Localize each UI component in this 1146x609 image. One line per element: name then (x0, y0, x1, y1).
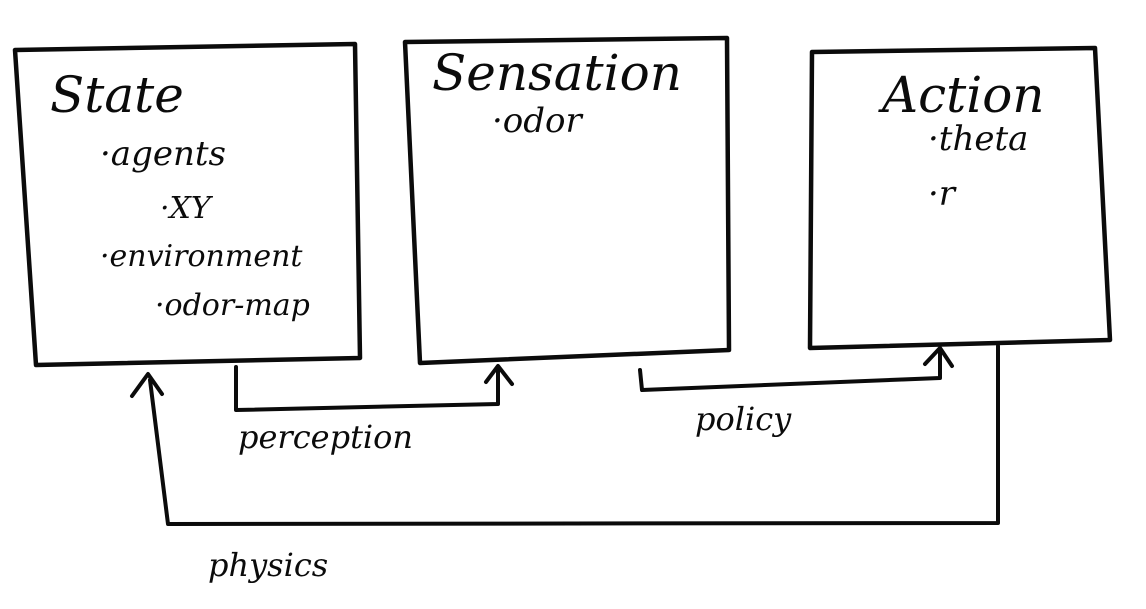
physics-arrow-head (130, 372, 164, 398)
policy-label: policy (695, 400, 792, 438)
policy-arrow: policy (638, 346, 954, 438)
perception-arrow-head (484, 364, 514, 386)
physics-arrow: physics (130, 344, 1000, 584)
action-box: Action ·theta ·r (807, 45, 1113, 351)
sensation-box: Sensation ·odor (402, 35, 732, 366)
action-item-theta: ·theta (928, 119, 1028, 159)
policy-arrow-line (638, 350, 942, 392)
sensation-box-border (402, 35, 732, 366)
physics-label: physics (208, 546, 328, 584)
sensation-item-odor: ·odor (492, 101, 584, 141)
perception-arrow: perception (234, 364, 514, 456)
state-item-agents: ·agents (100, 134, 226, 174)
state-box-border (12, 41, 363, 368)
action-title: Action (878, 66, 1045, 124)
action-box-border (807, 45, 1113, 351)
perception-label: perception (238, 418, 413, 456)
state-item-xy: ·XY (160, 191, 214, 226)
physics-arrow-line (148, 344, 1000, 526)
state-item-odor-map: ·odor-map (155, 288, 310, 323)
state-title: State (50, 66, 184, 124)
policy-arrow-head (923, 346, 954, 368)
perception-arrow-line (234, 365, 500, 412)
state-box: State ·agents ·XY ·environment ·odor-map (12, 41, 363, 368)
action-item-r: ·r (928, 174, 957, 214)
sensation-title: Sensation (432, 44, 682, 102)
state-item-environment: ·environment (100, 239, 303, 274)
